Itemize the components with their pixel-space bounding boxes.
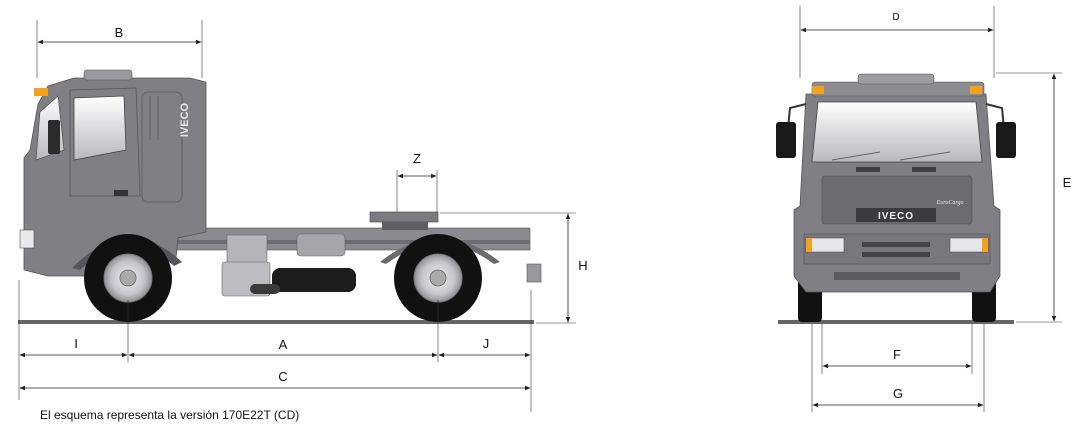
dim-d-label: D (892, 12, 899, 23)
dim-i-label: I (74, 336, 78, 351)
fifth-wheel (369, 211, 439, 223)
mirror-arm-left (787, 103, 807, 129)
side-window (73, 95, 127, 161)
front-roof-deflector (857, 73, 935, 85)
rear-wheel (394, 234, 482, 322)
air-tank (296, 233, 346, 257)
wiper-right (899, 151, 951, 161)
battery-box (226, 234, 268, 266)
side-logo-text: IVECO (179, 102, 191, 137)
dim-g-label: G (893, 386, 903, 401)
mirror-right (996, 122, 1016, 158)
front-ground-line (778, 320, 1014, 324)
door-handle (114, 190, 128, 196)
indicator-right (982, 238, 988, 252)
front-marker-left (812, 86, 824, 94)
exhaust-pipe (250, 284, 280, 294)
dim-b-label: B (115, 25, 124, 40)
dim-h-label: H (578, 258, 587, 273)
bumper-vent-1 (862, 242, 930, 247)
front-logo-plate (856, 208, 936, 222)
grille-slot-1 (856, 167, 880, 172)
dim-j-label: J (483, 336, 490, 351)
side-mirror (48, 120, 60, 154)
indicator-left (806, 238, 812, 252)
front-logo-text: IVECO (878, 211, 914, 222)
front-windscreen (811, 101, 983, 163)
mirror-left (776, 122, 796, 158)
wiper-left (831, 151, 881, 161)
dim-e-label: E (1063, 175, 1072, 190)
sleeper-panel (141, 91, 183, 203)
dim-f-label: F (893, 347, 901, 362)
dim-c-label: C (278, 369, 287, 384)
door-outline (69, 87, 141, 197)
roof-deflector (83, 69, 133, 81)
fifth-wheel-base (382, 222, 428, 230)
rear-bumper (526, 263, 542, 283)
front-view: IVECO EuroCargo D E F G (776, 6, 1072, 412)
mirror-arm-right (985, 103, 1005, 129)
diagram-caption: El esquema representa la versión 170E22T… (40, 408, 300, 422)
dim-a-label: A (279, 337, 288, 352)
side-marker-light (34, 88, 48, 96)
lower-step (834, 272, 960, 280)
fuel-tank (272, 268, 356, 292)
front-headlight (19, 229, 35, 249)
side-ground-line (18, 320, 534, 324)
dim-z-label: Z (413, 151, 421, 166)
front-wheel (84, 234, 172, 322)
side-view: IVECO B Z H (18, 20, 588, 412)
grille-slot-2 (912, 167, 936, 172)
front-badge-text: EuroCargo (936, 200, 964, 206)
bumper-vent-2 (862, 252, 930, 257)
front-marker-right (970, 86, 982, 94)
